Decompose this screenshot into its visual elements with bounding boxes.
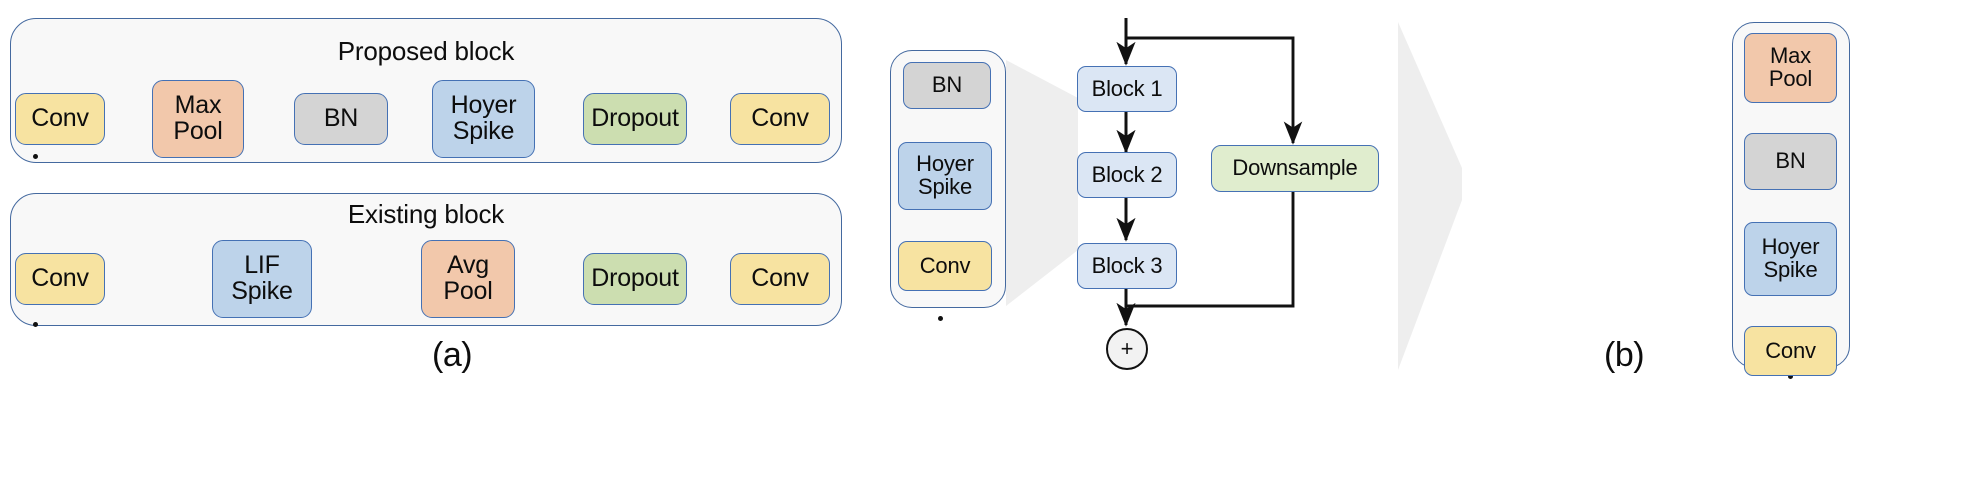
panel-a-caption: (a) xyxy=(432,336,473,374)
node-block-1[interactable]: Block 1 xyxy=(1077,66,1177,112)
right-expansion-anchor-dot xyxy=(1788,374,1793,379)
node-proposed-maxpool[interactable]: Max Pool xyxy=(152,80,244,158)
proposed-block-title: Proposed block xyxy=(337,36,515,66)
node-proposed-conv-in[interactable]: Conv xyxy=(15,93,105,145)
existing-block-anchor-dot xyxy=(33,322,38,327)
left-expansion-funnel xyxy=(1006,60,1078,306)
residual-add-node[interactable]: + xyxy=(1106,328,1148,370)
panel-b-caption: (b) xyxy=(1604,336,1645,374)
node-proposed-hoyer-spike[interactable]: Hoyer Spike xyxy=(432,80,535,158)
node-existing-conv-out[interactable]: Conv xyxy=(730,253,830,305)
node-left-bn[interactable]: BN xyxy=(903,62,991,109)
node-existing-lif-spike[interactable]: LIF Spike xyxy=(212,240,312,318)
right-expansion-funnel xyxy=(1398,22,1462,370)
node-downsample[interactable]: Downsample xyxy=(1211,145,1379,192)
node-proposed-dropout[interactable]: Dropout xyxy=(583,93,687,145)
node-left-conv[interactable]: Conv xyxy=(898,241,992,291)
existing-block-title: Existing block xyxy=(347,199,505,229)
node-right-bn[interactable]: BN xyxy=(1744,133,1837,190)
node-right-maxpool[interactable]: Max Pool xyxy=(1744,33,1837,103)
node-block-2[interactable]: Block 2 xyxy=(1077,152,1177,198)
node-proposed-conv-out[interactable]: Conv xyxy=(730,93,830,145)
node-proposed-bn[interactable]: BN xyxy=(294,93,388,145)
node-right-conv[interactable]: Conv xyxy=(1744,326,1837,376)
node-left-hoyer-spike[interactable]: Hoyer Spike xyxy=(898,142,992,210)
proposed-block-anchor-dot xyxy=(33,154,38,159)
left-expansion-anchor-dot xyxy=(938,316,943,321)
node-block-3[interactable]: Block 3 xyxy=(1077,243,1177,289)
node-right-hoyer-spike[interactable]: Hoyer Spike xyxy=(1744,222,1837,296)
node-existing-conv-in[interactable]: Conv xyxy=(15,253,105,305)
node-existing-avgpool[interactable]: Avg Pool xyxy=(421,240,515,318)
node-existing-dropout[interactable]: Dropout xyxy=(583,253,687,305)
proposed-block-container xyxy=(10,18,842,163)
